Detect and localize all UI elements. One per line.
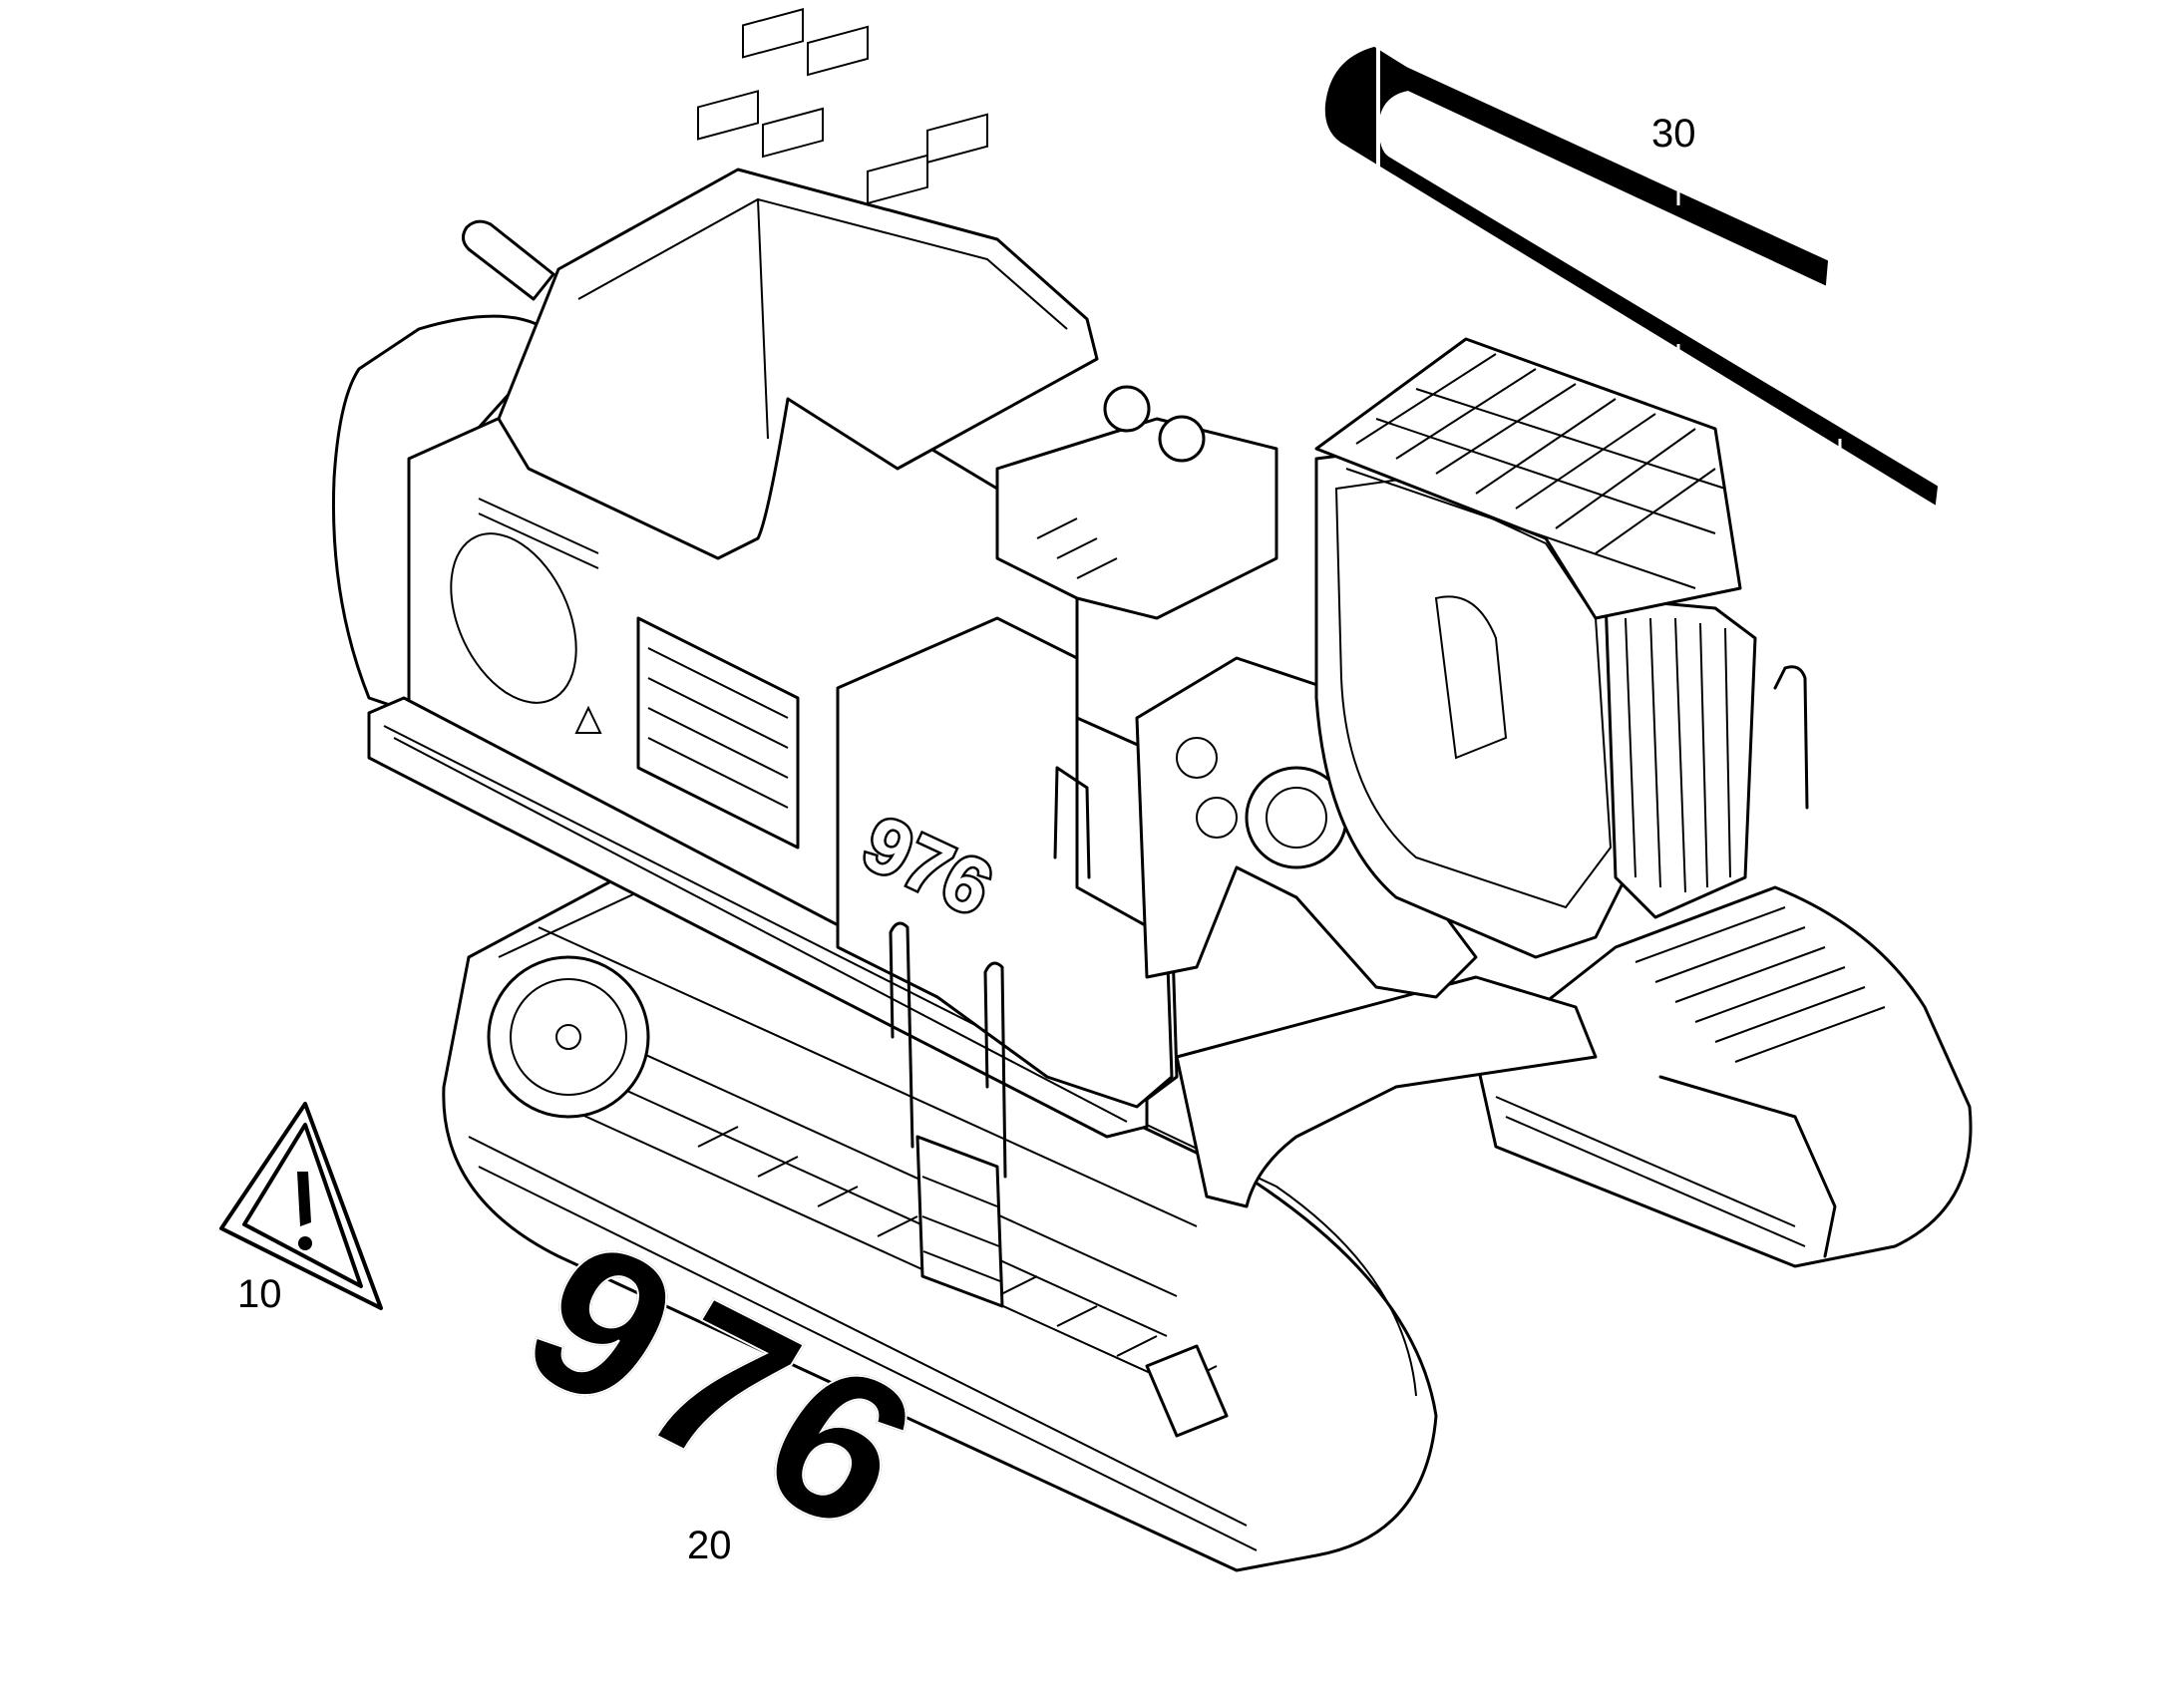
- stripe-decal: [1324, 44, 1939, 506]
- exhaust-pipe: [462, 219, 555, 301]
- callout-30: 30: [1651, 112, 1696, 156]
- callout-20: 20: [687, 1524, 732, 1567]
- excavator-illustration: 976: [331, 8, 1973, 1572]
- operator-cab: [1314, 337, 1809, 959]
- carbody: [1175, 975, 1598, 1208]
- right-track: [1474, 885, 1973, 1268]
- hood-vents: [697, 8, 988, 205]
- walkway: [367, 696, 1149, 1139]
- engine-hood: [497, 168, 1099, 560]
- warning-triangle-icon: [219, 1102, 383, 1310]
- side-box: [836, 616, 1174, 1109]
- callout-10: 10: [237, 1272, 282, 1316]
